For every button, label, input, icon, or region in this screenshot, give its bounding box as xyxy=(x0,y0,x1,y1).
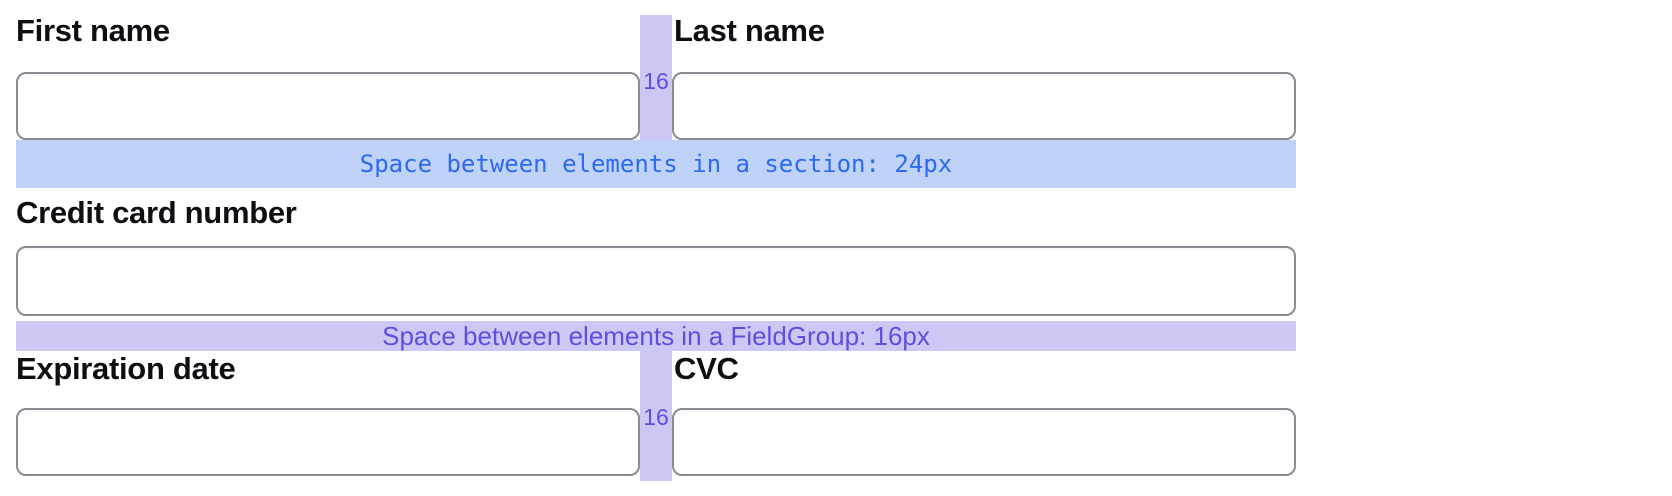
cvc-label: CVC xyxy=(674,351,739,386)
expiration-date-input[interactable] xyxy=(16,408,640,476)
first-name-label: First name xyxy=(16,13,170,48)
section-spacing-banner-label: Space between elements in a section: 24p… xyxy=(359,150,953,178)
column-gap-value-bottom: 16 xyxy=(643,404,669,430)
last-name-input[interactable] xyxy=(672,72,1296,140)
section-spacing-banner: Space between elements in a section: 24p… xyxy=(16,140,1296,188)
credit-card-number-input[interactable] xyxy=(16,246,1296,316)
column-gap-highlight-top xyxy=(640,15,672,140)
column-gap-value-top: 16 xyxy=(643,68,669,94)
fieldgroup-spacing-banner: Space between elements in a FieldGroup: … xyxy=(16,321,1296,351)
column-gap-highlight-bottom xyxy=(640,351,672,481)
expiration-date-label: Expiration date xyxy=(16,351,236,386)
last-name-label: Last name xyxy=(674,13,825,48)
first-name-input[interactable] xyxy=(16,72,640,140)
cvc-input[interactable] xyxy=(672,408,1296,476)
credit-card-number-label: Credit card number xyxy=(16,195,297,230)
fieldgroup-spacing-banner-label: Space between elements in a FieldGroup: … xyxy=(382,320,930,351)
